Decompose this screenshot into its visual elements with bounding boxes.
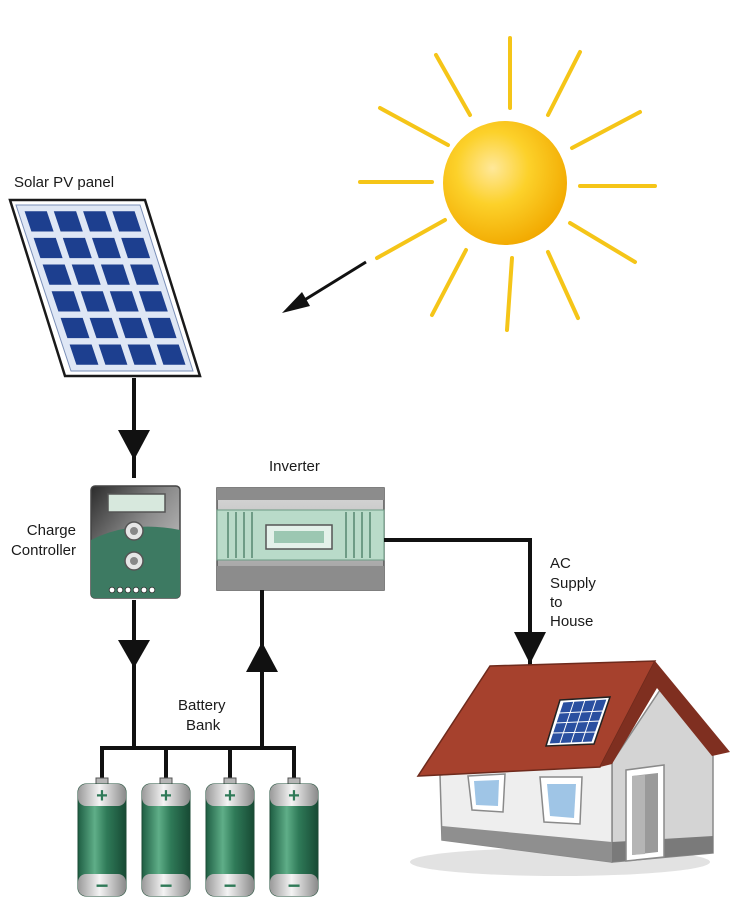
- inverter-label: Inverter: [269, 458, 320, 475]
- battery-positive-symbol: +: [96, 785, 108, 807]
- battery-positive-symbol: +: [288, 785, 300, 807]
- arrow-down-icon: [118, 430, 150, 460]
- sun-rays: [358, 36, 657, 332]
- battery-negative-symbol: −: [288, 873, 301, 898]
- ac-supply-label-line4: House: [550, 613, 593, 630]
- battery-positive-symbol: +: [160, 785, 172, 807]
- solar-cell: [130, 264, 159, 285]
- solar-cell: [69, 344, 99, 365]
- arrow-down-icon: [118, 640, 150, 668]
- solar-cell: [83, 211, 113, 232]
- solar-cell: [80, 291, 110, 312]
- solar-cell: [89, 317, 119, 339]
- wire-inverter-house: [384, 538, 532, 665]
- charge-controller-label-line2: Controller: [11, 542, 76, 559]
- solar-cell: [156, 344, 186, 365]
- inverter-icon: [216, 487, 385, 591]
- solar-cells: [24, 211, 186, 365]
- house-icon: [410, 660, 730, 876]
- ac-supply-label-line3: to: [550, 594, 563, 611]
- house-door: [625, 764, 665, 862]
- arrow-down-icon: [514, 632, 546, 664]
- battery-negative-symbol: −: [160, 873, 173, 898]
- solar-cell: [98, 344, 128, 365]
- sun-icon: [358, 36, 657, 332]
- ac-supply-label-line1: AC: [550, 555, 571, 572]
- charge-controller-label-line1: Charge: [27, 522, 76, 539]
- solar-cell: [33, 237, 63, 259]
- solar-cell: [24, 211, 54, 232]
- battery-icon: +−: [77, 777, 127, 898]
- solar-cell: [51, 291, 81, 312]
- charge-controller-icon: [90, 485, 181, 599]
- battery-leads: [100, 746, 296, 780]
- solar-cell: [127, 344, 157, 365]
- battery-bank-label-line1: Battery: [178, 697, 226, 714]
- solar-cell: [62, 237, 92, 259]
- solar-panel-label: Solar PV panel: [14, 174, 114, 191]
- solar-cell: [112, 211, 142, 232]
- solar-cell: [53, 211, 83, 232]
- sunlight-arrow-icon: [282, 260, 367, 313]
- solar-cell: [60, 317, 90, 339]
- sun-disc: [443, 121, 567, 245]
- solar-cell: [92, 237, 121, 259]
- house-window: [539, 776, 583, 825]
- solar-cell: [121, 237, 151, 259]
- battery-icon: +−: [269, 777, 319, 898]
- arrow-up-icon: [246, 642, 278, 672]
- solar-cell: [71, 264, 101, 285]
- battery-negative-symbol: −: [224, 873, 237, 898]
- ac-supply-label-line2: Supply: [550, 575, 596, 592]
- battery-positive-symbol: +: [224, 785, 236, 807]
- solar-cell: [147, 317, 177, 339]
- battery-bank: +−+−+−+−: [77, 777, 319, 898]
- solar-cell: [109, 291, 139, 312]
- solar-cell: [118, 317, 148, 339]
- battery-icon: +−: [205, 777, 255, 898]
- solar-cell: [42, 264, 72, 285]
- solar-cell: [100, 264, 130, 285]
- battery-negative-symbol: −: [96, 873, 109, 898]
- solar-cell: [138, 291, 168, 312]
- house-window: [467, 773, 506, 813]
- battery-bank-label-line2: Bank: [186, 717, 221, 734]
- battery-icon: +−: [141, 777, 191, 898]
- solar-panel-icon: [8, 198, 202, 378]
